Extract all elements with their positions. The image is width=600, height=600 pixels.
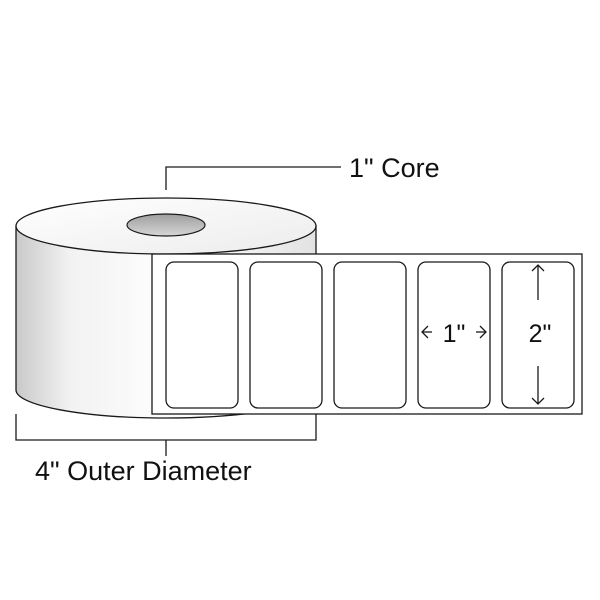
label-1	[165, 261, 239, 409]
label-height-text: 2"	[529, 320, 552, 348]
label-5	[501, 261, 575, 409]
height-dimension-arrows	[531, 264, 545, 405]
width-dimension-arrows	[421, 325, 487, 339]
label-4	[417, 261, 491, 409]
label-2	[249, 261, 323, 409]
label-3	[333, 261, 407, 409]
core-callout-leader	[165, 166, 341, 190]
label-width-text: 1"	[443, 320, 466, 348]
core-label: 1" Core	[349, 153, 440, 183]
roll-core-hole	[126, 213, 206, 237]
outer-diameter-label: 4" Outer Diameter	[35, 456, 252, 486]
